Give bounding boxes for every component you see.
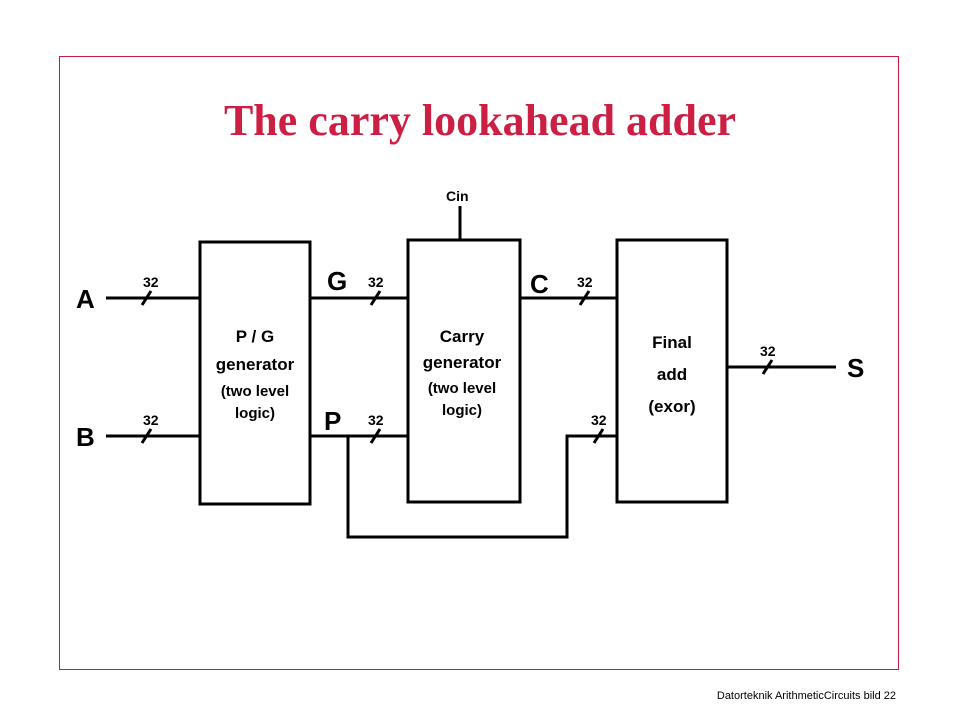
bus-width-p-final: 32 (591, 412, 607, 428)
pg-block-line2: generator (216, 355, 295, 374)
bus-width-b: 32 (143, 412, 159, 428)
carry-block-line3: (two level (428, 380, 496, 397)
bus-width-c: 32 (577, 274, 593, 290)
final-block-line2: add (657, 365, 687, 384)
slide-title: The carry lookahead adder (223, 96, 737, 145)
bus-marker-s (761, 359, 774, 375)
final-block-line1: Final (652, 333, 692, 352)
carry-block-line1: Carry (440, 327, 485, 346)
p-bypass-wire (346, 434, 617, 539)
pg-generator-block (198, 240, 312, 506)
bus-width-g: 32 (368, 274, 384, 290)
input-a-label: A (76, 284, 95, 314)
pg-block-line3: (two level (221, 383, 289, 400)
bus-marker-b (140, 428, 153, 444)
final-add-block (615, 238, 729, 504)
slide-footer: Datorteknik ArithmeticCircuits bild 22 (716, 690, 896, 702)
bus-width-s: 32 (760, 343, 776, 359)
p-label: P (324, 406, 341, 436)
pg-block-line4: logic) (235, 405, 275, 422)
cin-label: Cin (446, 188, 469, 204)
final-block-line3: (exor) (648, 397, 695, 416)
output-s-label: S (847, 353, 864, 383)
bus-marker-p (369, 428, 382, 444)
bus-marker-p-final (592, 428, 605, 444)
bus-marker-g (369, 290, 382, 306)
c-label: C (530, 269, 549, 299)
carry-generator-block (406, 238, 522, 504)
pg-block-line1: P / G (236, 327, 274, 346)
bus-width-p: 32 (368, 412, 384, 428)
slide-frame (59, 56, 899, 670)
input-b-label: B (76, 422, 95, 452)
carry-block-line2: generator (423, 353, 502, 372)
bus-marker-c (578, 290, 591, 306)
bus-marker-a (140, 290, 153, 306)
g-label: G (327, 266, 347, 296)
carry-block-line4: logic) (442, 402, 482, 419)
bus-width-a: 32 (143, 274, 159, 290)
